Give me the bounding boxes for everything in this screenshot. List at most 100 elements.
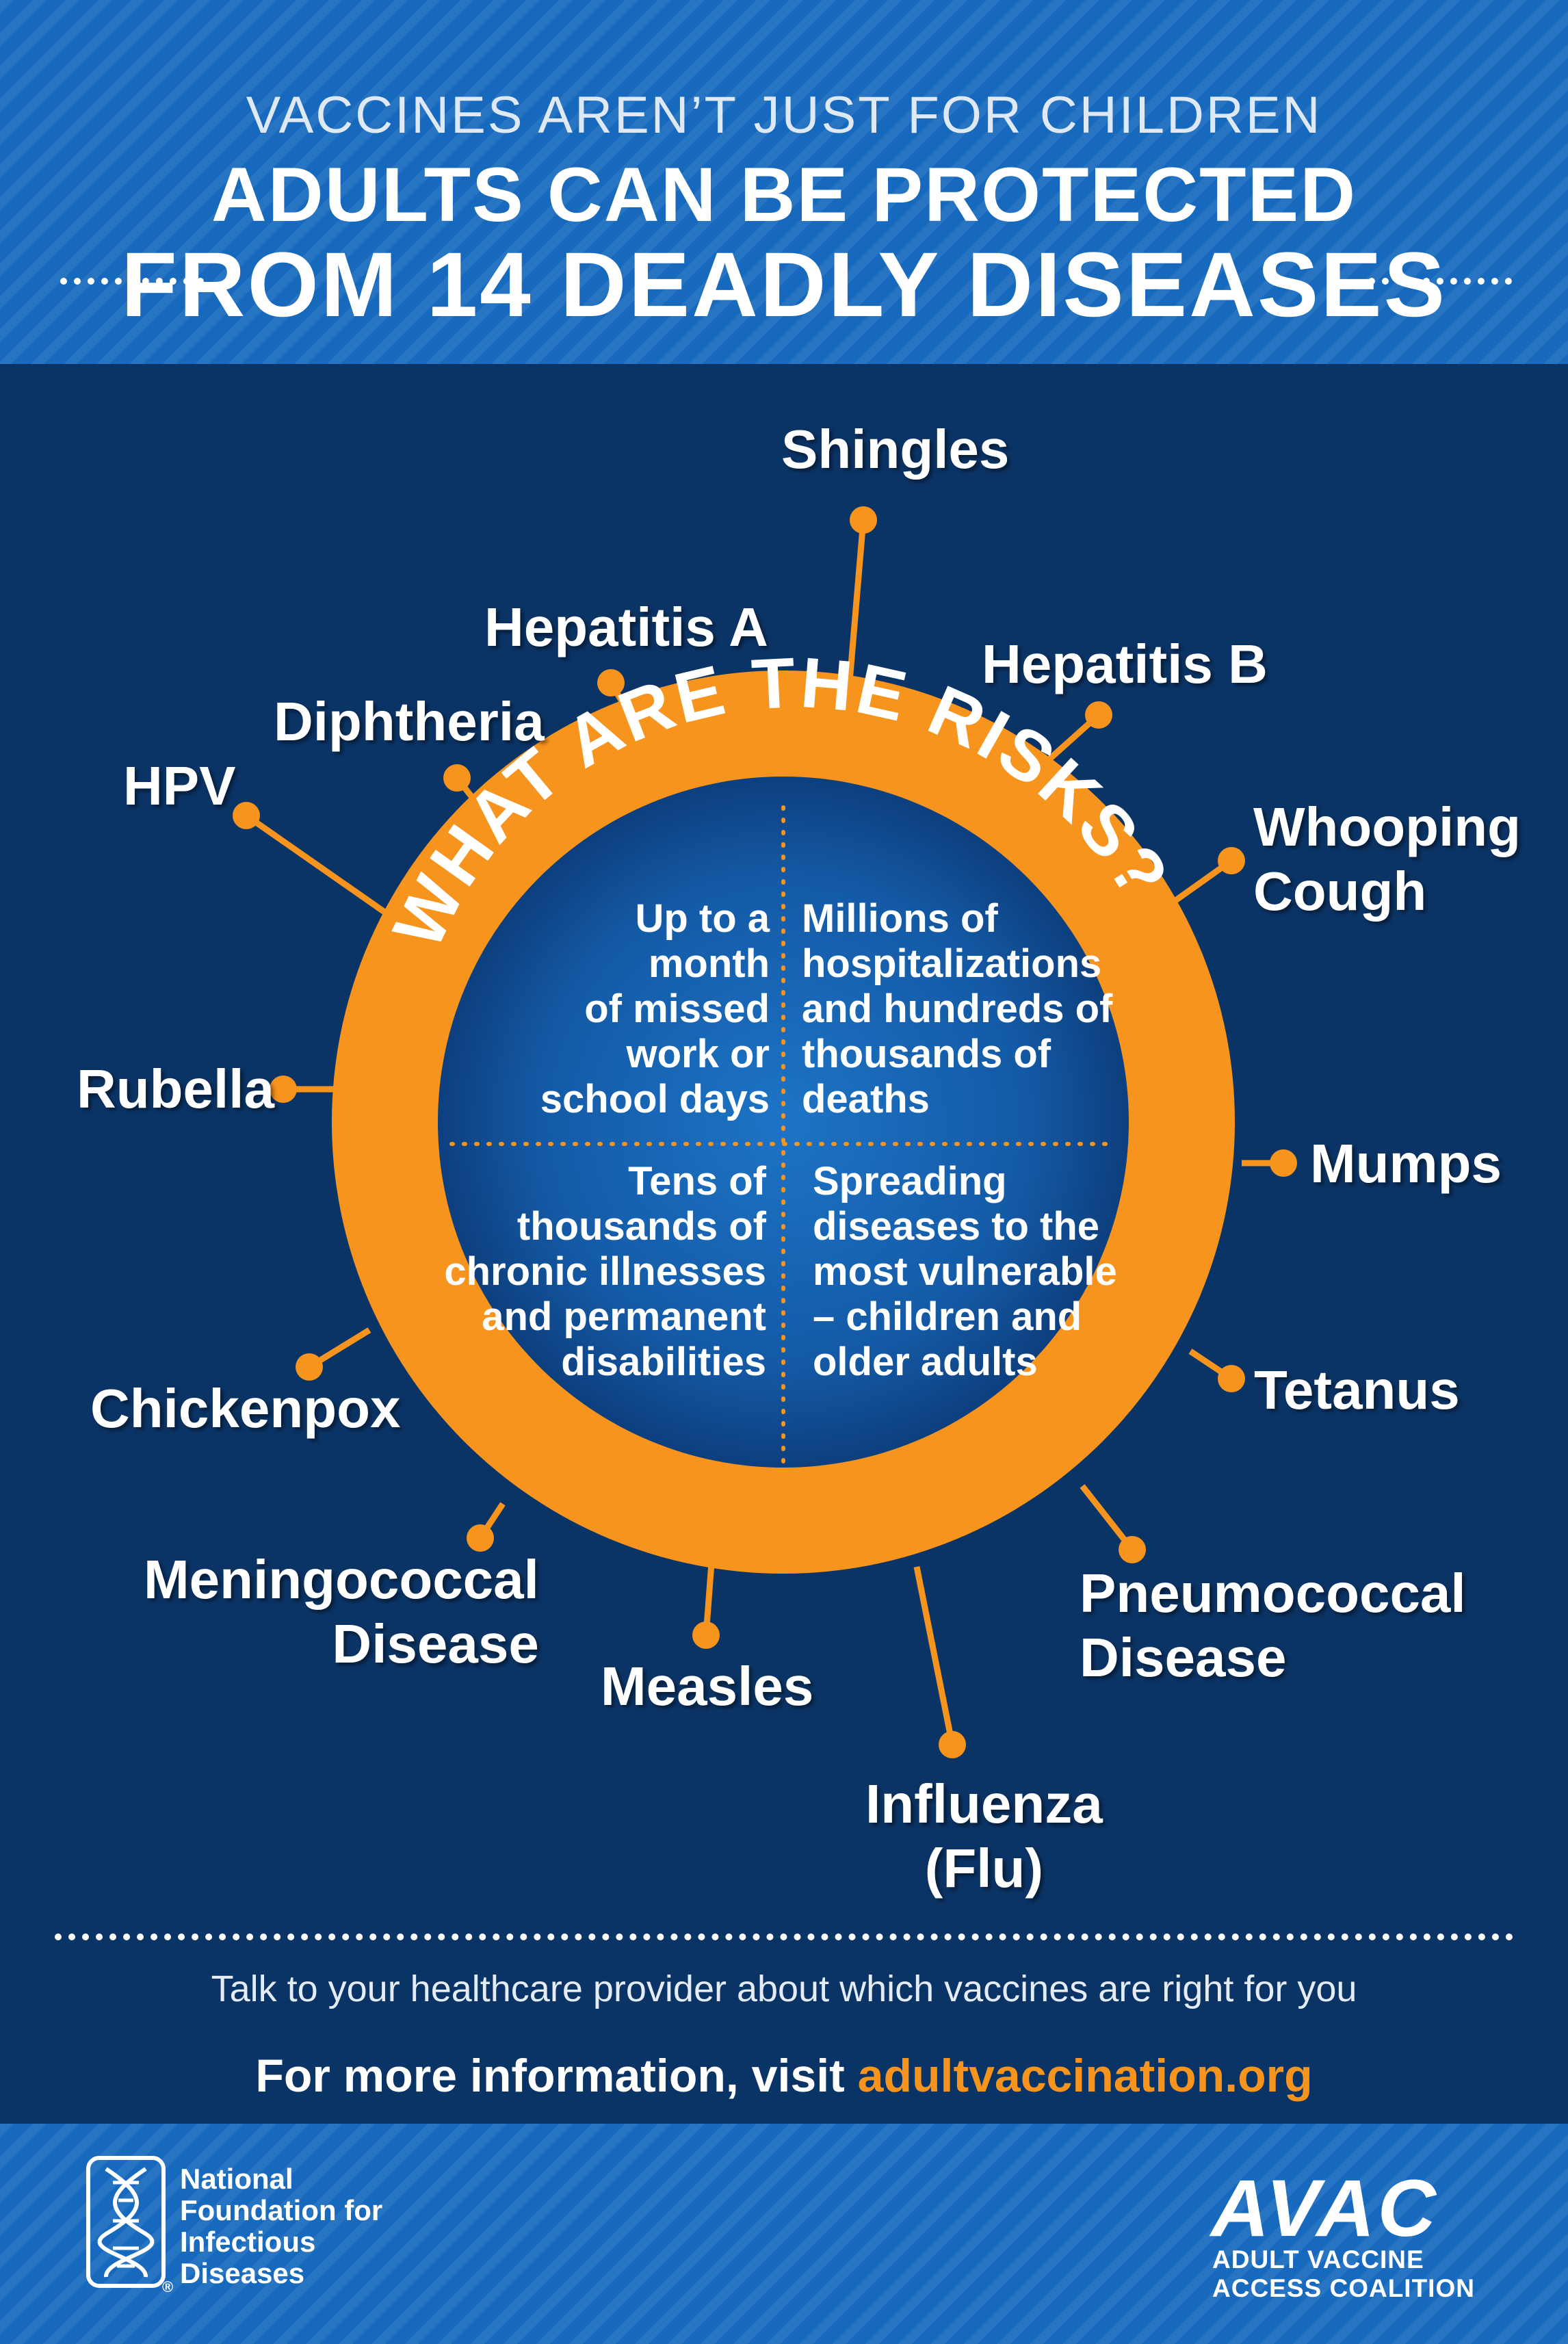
- disease-label-line: Hepatitis B: [982, 634, 1268, 694]
- disease-label-line: Influenza: [865, 1773, 1103, 1834]
- risk-bottom-left-line: thousands of: [517, 1204, 766, 1249]
- disease-label-line: Pneumococcal: [1080, 1563, 1466, 1624]
- disease-spoke-line: [913, 1566, 956, 1745]
- risk-bottom-right-line: diseases to the: [813, 1204, 1100, 1249]
- risk-top-right-line: Millions of: [802, 896, 998, 941]
- risk-bottom-right-line: older adults: [813, 1340, 1038, 1384]
- disease-label-line: Rubella: [77, 1058, 274, 1119]
- risk-bottom-left-line: Tens of: [628, 1159, 766, 1203]
- nfid-name-line: National: [180, 2163, 293, 2195]
- disease-spoke-dot: [1218, 1365, 1245, 1392]
- disease-label: Hepatitis A: [484, 595, 768, 660]
- disease-label-line: (Flu): [924, 1838, 1043, 1899]
- disease-spoke-dot: [1085, 701, 1112, 729]
- disease-spoke-dot: [467, 1524, 494, 1552]
- disease-label-line: Hepatitis A: [484, 597, 768, 657]
- disease-label-line: Mumps: [1310, 1133, 1502, 1194]
- nfid-name-line: Infectious: [180, 2226, 316, 2258]
- disease-label-line: Whooping: [1253, 796, 1521, 857]
- header-subtitle: VACCINES AREN’T JUST FOR CHILDREN: [246, 86, 1322, 144]
- disease-spoke-dot: [233, 802, 260, 829]
- header-dots-right: [1368, 278, 1512, 285]
- disease-spoke-dot: [939, 1731, 966, 1758]
- inner-circle: [438, 777, 1129, 1468]
- disease-label: Chickenpox: [90, 1377, 400, 1441]
- disease-label: Mumps: [1310, 1132, 1502, 1196]
- disease-label-line: Disease: [332, 1613, 539, 1674]
- disease-spoke-dot: [1270, 1149, 1297, 1177]
- disease-spoke-dot: [1218, 847, 1245, 874]
- risk-top-left-line: work or: [626, 1032, 770, 1076]
- disease-spoke-dot: [270, 1076, 297, 1103]
- disease-spoke-line: [244, 813, 395, 921]
- disease-label: Tetanus: [1254, 1358, 1460, 1422]
- footer-band: [0, 2124, 1568, 2344]
- risk-top-right-line: hospitalizations: [802, 941, 1102, 986]
- header-title: ADULTS CAN BE PROTECTED: [211, 152, 1357, 237]
- disease-spoke-dot: [296, 1353, 323, 1381]
- risk-bottom-left-line: chronic illnesses: [444, 1249, 766, 1294]
- disease-label: Measles: [601, 1654, 813, 1719]
- disease-label: Rubella: [77, 1057, 274, 1121]
- header-dots-left: [60, 278, 204, 285]
- disease-label: HPV: [123, 754, 236, 818]
- more-info: For more information, visit adultvaccina…: [0, 2049, 1568, 2102]
- disease-label-line: Cough: [1253, 861, 1427, 922]
- risk-bottom-right-line: most vulnerable: [813, 1249, 1117, 1294]
- header-band: [0, 0, 1568, 364]
- nfid-name-line: Diseases: [180, 2257, 305, 2289]
- disease-spoke-dot: [597, 669, 625, 696]
- risk-top-left-line: school days: [540, 1077, 770, 1121]
- disease-label-line: Shingles: [781, 419, 1010, 480]
- avac-name-line: ADULT VACCINE: [1212, 2245, 1424, 2274]
- risk-bottom-right-line: Spreading: [813, 1159, 1007, 1203]
- disease-spoke-dot: [443, 764, 471, 792]
- risk-top-left-line: Up to a: [635, 896, 770, 941]
- disease-label: Diphtheria: [274, 690, 545, 754]
- disease-label-line: Tetanus: [1254, 1359, 1460, 1420]
- risk-top-right-line: deaths: [802, 1077, 930, 1121]
- more-info-prefix: For more information, visit: [255, 2050, 858, 2102]
- avac-wordmark: AVAC: [1211, 2163, 1439, 2254]
- dna-helix-icon: [86, 2156, 166, 2288]
- disease-label: Hepatitis B: [982, 632, 1268, 696]
- website-link[interactable]: adultvaccination.org: [857, 2050, 1313, 2102]
- disease-spoke-dot: [1119, 1536, 1146, 1563]
- nfid-registered-mark: ®: [162, 2278, 174, 2295]
- disease-label-line: Chickenpox: [90, 1378, 401, 1439]
- disease-spoke-dot: [692, 1622, 720, 1649]
- footer-divider: [55, 1933, 1513, 1940]
- disease-label-line: Diphtheria: [274, 691, 545, 752]
- disease-spoke-dot: [850, 506, 877, 534]
- risk-top-right-line: thousands of: [802, 1032, 1051, 1076]
- risk-bottom-right-line: – children and: [813, 1294, 1082, 1339]
- avac-name-line: ACCESS COALITION: [1212, 2274, 1475, 2302]
- disease-label: Influenza(Flu): [865, 1772, 1103, 1901]
- disease-label: Shingles: [781, 417, 1009, 482]
- provider-note: Talk to your healthcare provider about w…: [211, 1968, 1357, 2009]
- risk-top-left-line: of missed: [584, 987, 770, 1031]
- disease-label-line: HPV: [123, 755, 236, 816]
- disease-label-line: Meningococcal: [144, 1549, 539, 1610]
- nfid-name-line: Foundation for: [180, 2194, 383, 2226]
- disease-label-line: Measles: [601, 1656, 814, 1717]
- risk-bottom-left-line: and permanent: [482, 1294, 766, 1339]
- header-title-emphasis: FROM 14 DEADLY DISEASES: [120, 234, 1448, 336]
- disease-label-line: Disease: [1080, 1627, 1287, 1688]
- risk-top-left-line: month: [648, 941, 770, 986]
- risk-top-right-line: and hundreds of: [802, 987, 1113, 1031]
- disease-spoke-line: [845, 519, 867, 699]
- risk-bottom-left-line: disabilities: [561, 1340, 766, 1384]
